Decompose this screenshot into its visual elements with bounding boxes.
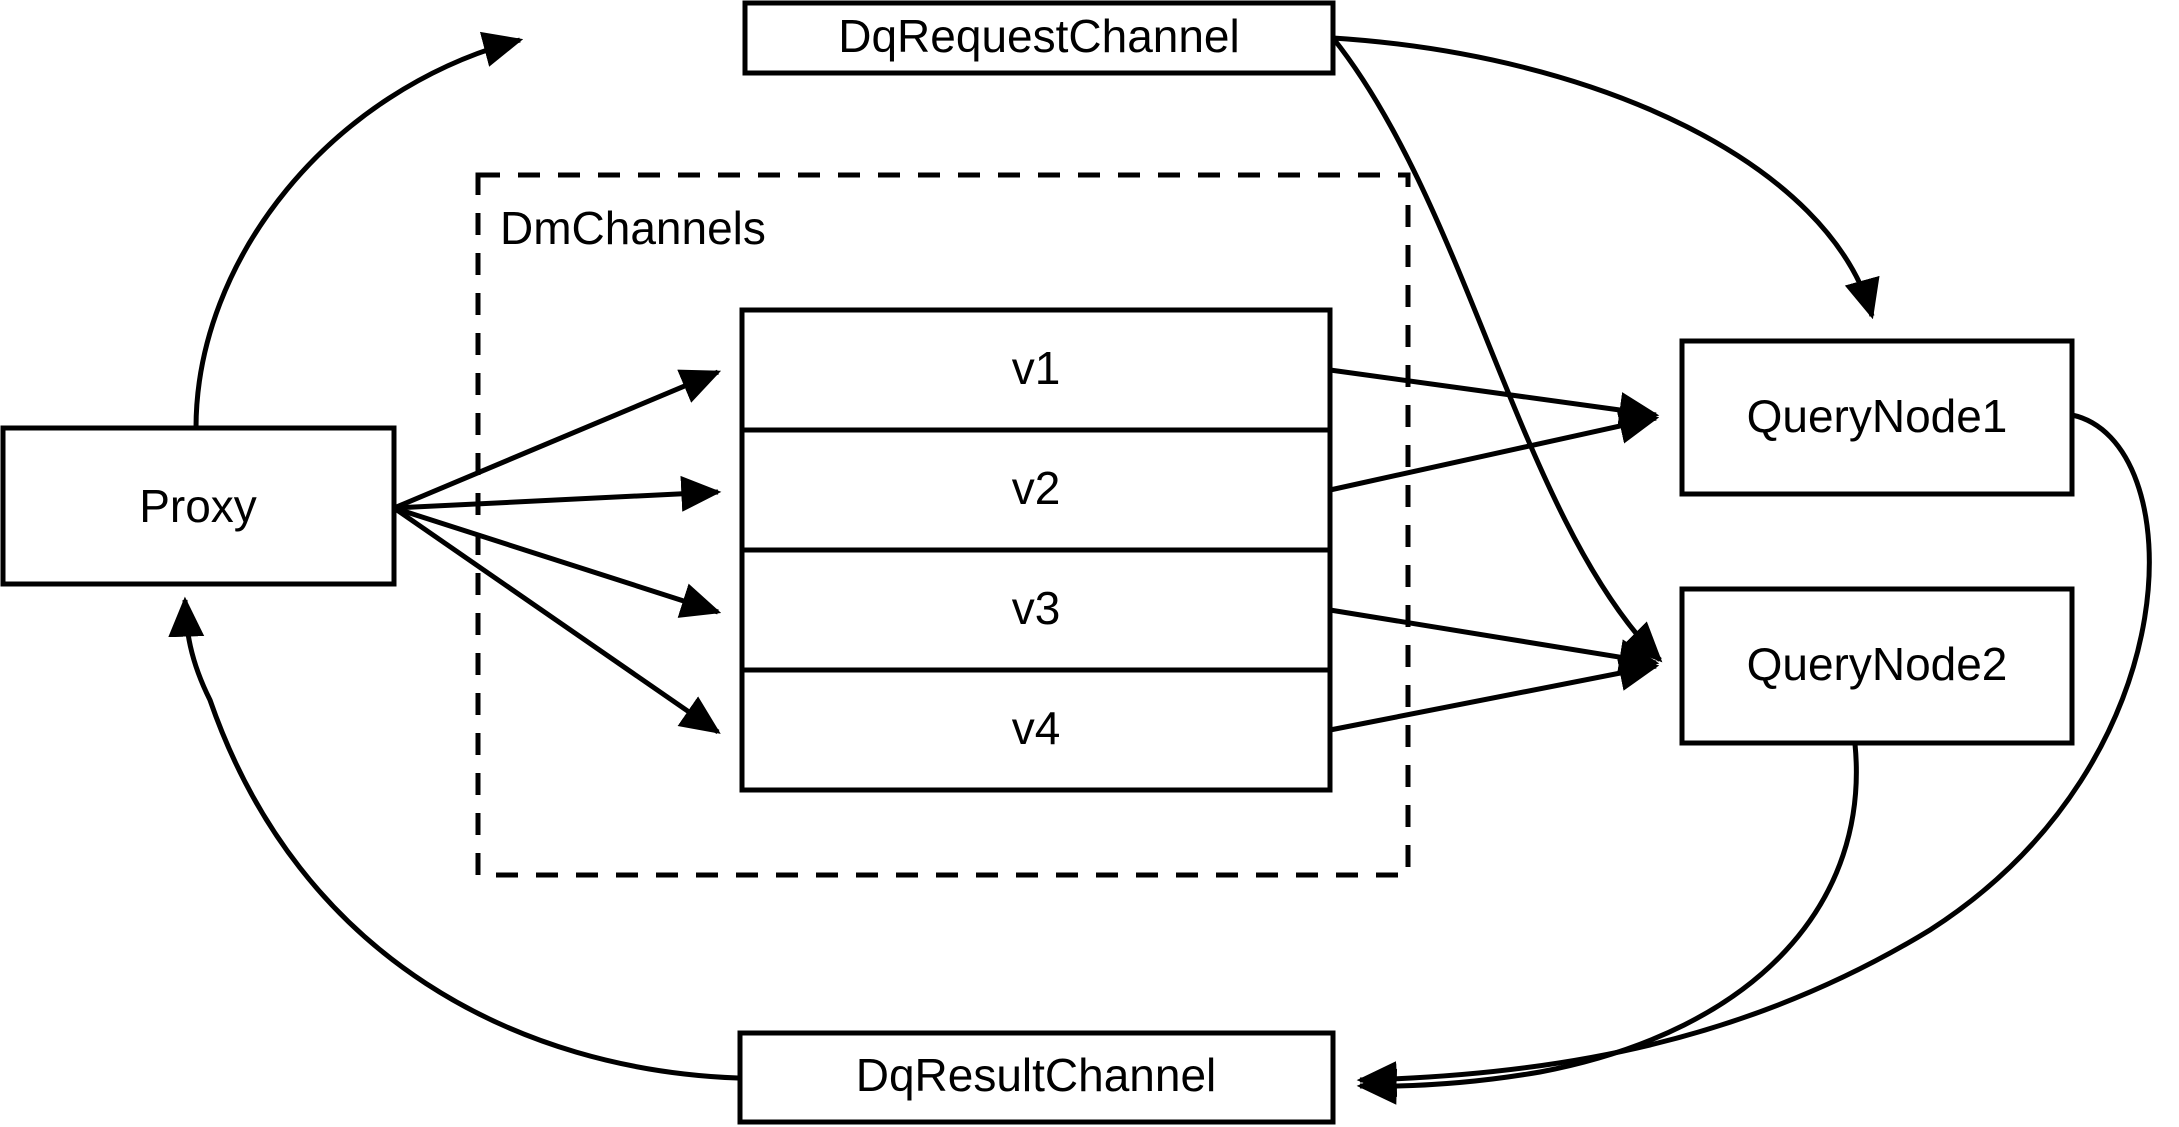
edge-query-node-2-to-dq-result-channel bbox=[1356, 743, 1859, 1105]
channel-cell-v1[interactable]: v1 bbox=[1012, 342, 1061, 394]
node-proxy-label: Proxy bbox=[139, 480, 257, 532]
node-proxy[interactable]: Proxy bbox=[0, 425, 397, 587]
edge-dq-result-channel-to-proxy bbox=[168, 596, 739, 1081]
edge-proxy-to-v3 bbox=[393, 505, 722, 618]
node-query-node-1-label: QueryNode1 bbox=[1747, 390, 2008, 442]
edge-dq-request-channel-to-query-node-2 bbox=[1331, 36, 1663, 663]
node-query-node-2[interactable]: QueryNode2 bbox=[1679, 586, 2075, 746]
node-dq-result-channel-label: DqResultChannel bbox=[856, 1049, 1217, 1101]
edge-proxy-to-v2 bbox=[393, 475, 722, 512]
channel-cell-v3[interactable]: v3 bbox=[1012, 582, 1061, 634]
node-proxy-rect bbox=[0, 425, 397, 587]
node-query-node-2-rect bbox=[1679, 586, 2075, 746]
edge-query-node-1-to-dq-result-channel bbox=[1356, 412, 2152, 1098]
node-dq-result-channel-rect bbox=[737, 1030, 1336, 1125]
dm-channels-group bbox=[475, 172, 1411, 878]
edge-proxy-to-v4 bbox=[392, 505, 721, 735]
edge-v4-to-query-node-2 bbox=[1329, 655, 1660, 733]
edge-proxy-to-dq-request-channel bbox=[193, 31, 524, 429]
channel-cell-v4[interactable]: v4 bbox=[1012, 702, 1061, 754]
node-dq-request-channel-rect bbox=[742, 0, 1336, 76]
node-query-node-1[interactable]: QueryNode1 bbox=[1679, 338, 2075, 497]
channel-cell-v2[interactable]: v2 bbox=[1012, 462, 1061, 514]
node-query-node-1-rect bbox=[1679, 338, 2075, 497]
edge-v1-to-query-node-1 bbox=[1329, 367, 1660, 428]
edge-v3-to-query-node-2 bbox=[1329, 607, 1660, 675]
node-dq-result-channel[interactable]: DqResultChannel bbox=[737, 1030, 1336, 1125]
edge-dq-request-channel-to-query-node-1 bbox=[1332, 35, 1880, 320]
dm-channels-label: DmChannels bbox=[500, 202, 766, 254]
node-dq-request-channel[interactable]: DqRequestChannel bbox=[742, 0, 1336, 76]
edge-proxy-to-v1 bbox=[393, 369, 722, 511]
node-query-node-2-label: QueryNode2 bbox=[1747, 638, 2008, 690]
node-dq-request-channel-label: DqRequestChannel bbox=[838, 10, 1240, 62]
edge-v2-to-query-node-1 bbox=[1329, 408, 1660, 493]
